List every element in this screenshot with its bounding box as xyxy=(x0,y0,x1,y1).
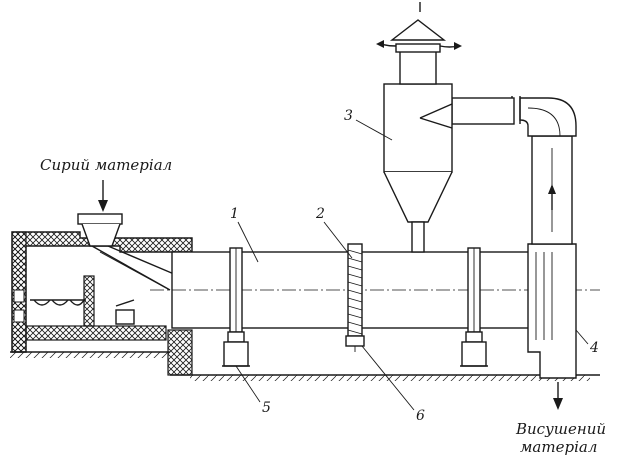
callout-leaders xyxy=(235,119,589,411)
outlet-arrow xyxy=(553,382,563,410)
riding-ring-left xyxy=(229,247,243,333)
ring-gear xyxy=(347,243,363,337)
cyclone xyxy=(376,2,462,253)
dried-material-label-line1: Висушений xyxy=(515,420,606,438)
furnace xyxy=(11,231,193,376)
feed-arrow xyxy=(98,180,108,212)
callout-3: 3 xyxy=(344,108,353,124)
discharge-chamber xyxy=(527,243,577,379)
dried-material-label-line2: матеріал xyxy=(520,438,597,456)
support-roller-right xyxy=(460,331,488,367)
ground xyxy=(10,351,600,381)
riding-ring-right xyxy=(467,247,481,333)
callout-1: 1 xyxy=(230,206,239,222)
callout-4: 4 xyxy=(589,340,599,356)
callout-5: 5 xyxy=(262,400,271,416)
feed-hopper xyxy=(77,213,175,291)
raw-material-label: Сирий матеріал xyxy=(40,156,172,174)
callout-6: 6 xyxy=(416,408,425,424)
support-roller-left xyxy=(222,331,250,367)
gas-duct xyxy=(531,135,573,245)
callout-2: 2 xyxy=(315,206,325,222)
pinion xyxy=(345,335,365,352)
duct-elbow xyxy=(451,96,577,137)
